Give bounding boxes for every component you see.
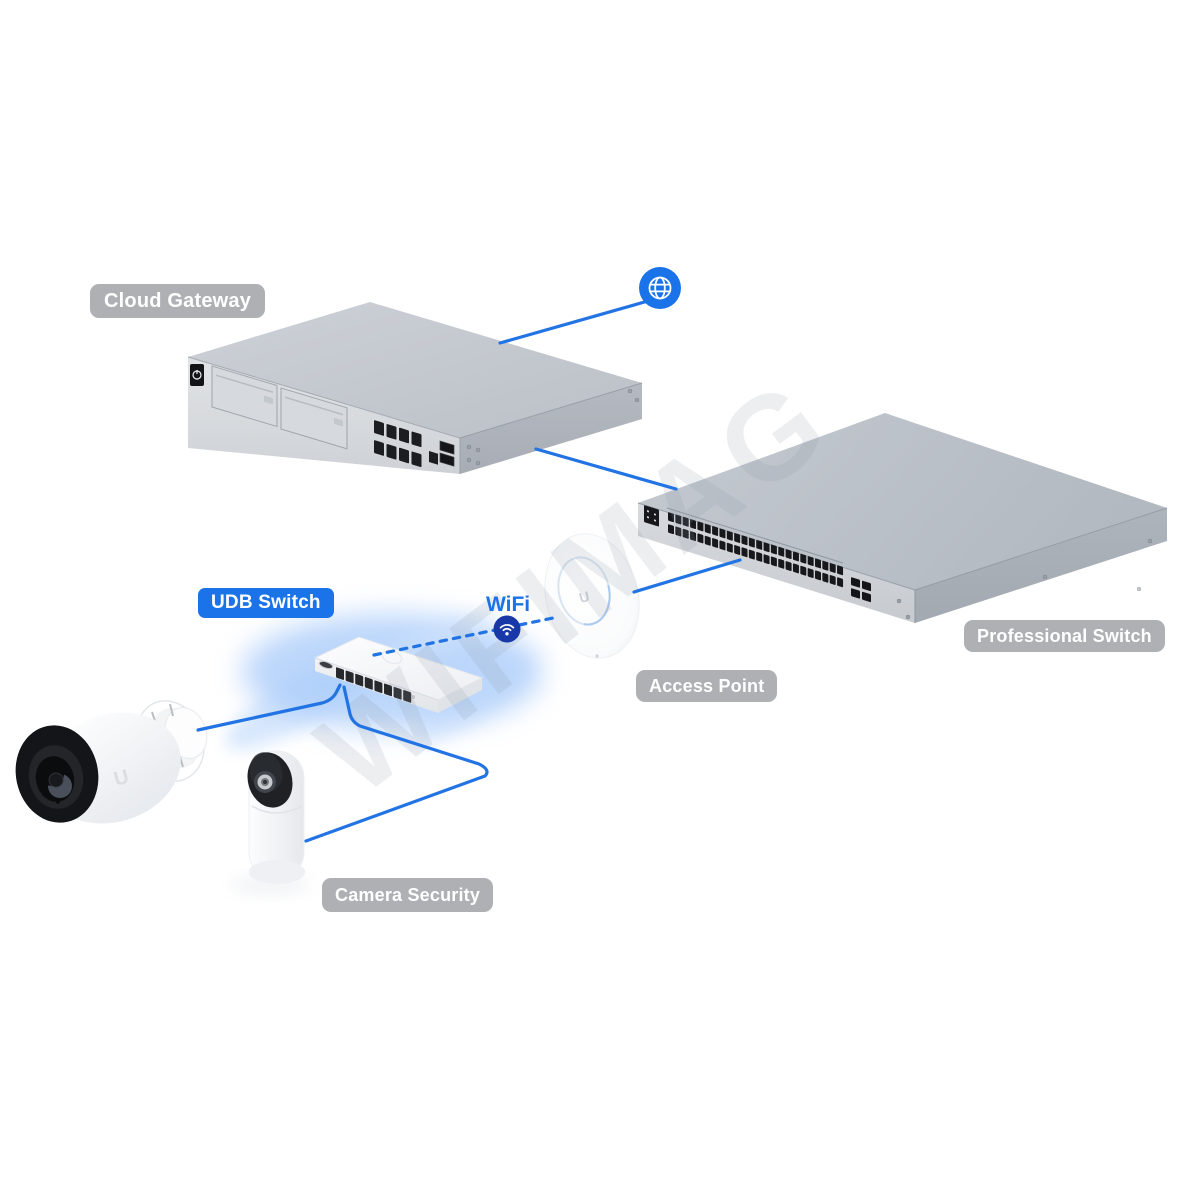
professional-switch-device [637,413,1168,623]
ap-logo: U [577,588,591,606]
label-cloud-gateway: Cloud Gateway [90,284,266,318]
switch-ports [668,512,844,588]
connection-lines [196,299,742,843]
label-wifi: WiFi [486,593,531,616]
link-udb-bullet-camera [196,683,342,732]
udb-switch-device [313,636,484,713]
link-udb-compact-camera [304,685,489,843]
switch-screws [896,538,1153,620]
label-professional-switch: Professional Switch [964,620,1165,652]
gateway-console-port [429,451,438,465]
cloud-gateway-device [187,302,643,474]
gateway-drive-bay [280,387,348,450]
udb-ports [336,667,412,703]
bullet-camera: U [15,700,208,824]
label-camera-security: Camera Security [322,878,494,912]
access-point-device: U [544,533,640,659]
label-access-point: Access Point [636,670,778,702]
gateway-ports [374,420,422,468]
wifi-icon [493,615,521,643]
globe-icon [639,267,681,309]
gateway-power-button [190,364,204,386]
link-ap-udb-wifi [372,616,555,657]
gateway-screws [466,388,640,466]
udb-usb-port [318,660,334,670]
switch-sfp-ports [851,577,871,603]
camera-logo: U [112,766,132,791]
link-gateway-switch [534,447,678,491]
gateway-sfp-ports [439,440,455,467]
udb-reset-dot [411,695,415,699]
label-udb-switch: UDB Switch [198,588,334,618]
link-internet-gateway [498,299,650,345]
ap-led [595,654,599,658]
link-switch-ap [632,558,742,594]
switch-power-inlet [644,505,659,527]
gateway-drive-bay [211,365,278,428]
compact-camera [230,750,310,893]
